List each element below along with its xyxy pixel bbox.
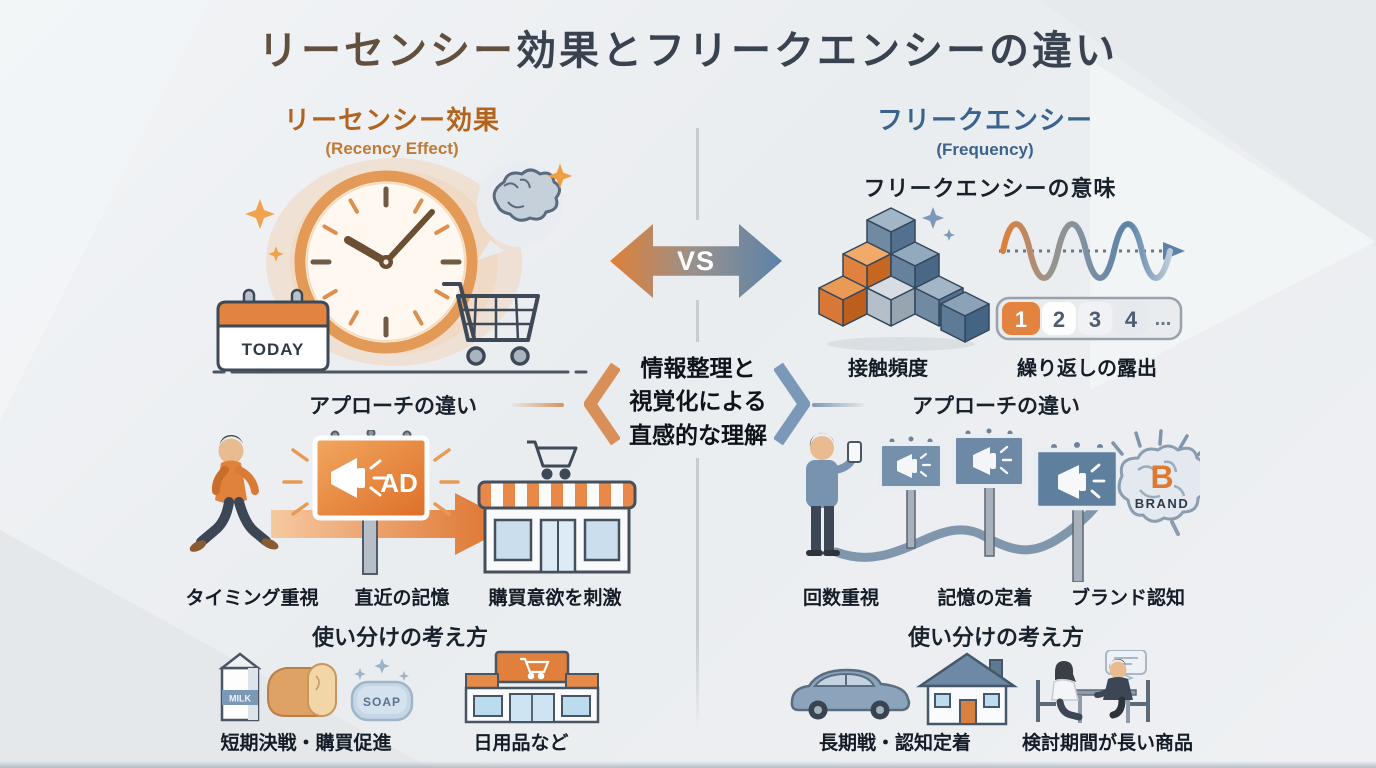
chevron-right-icon (774, 362, 810, 446)
recency-header: リーセンシー効果 (283, 105, 500, 135)
frequency-label-long-term: 長期戦・認知定着 (818, 733, 971, 754)
ad-text: AD (380, 468, 418, 498)
brand-initial: B (1150, 459, 1173, 495)
frequency-label-long-consideration: 検討期間が長い商品 (1021, 733, 1193, 754)
billboard-icon (1033, 442, 1121, 582)
ad-billboard-icon: AD (282, 430, 460, 575)
megaphone-icon (331, 458, 387, 498)
clock-icon (294, 170, 478, 354)
recency-usage-illustration: MILK SOAP (218, 650, 600, 724)
recency-label-memory: 直近の記憶 (354, 588, 450, 609)
frequency-wave-label: 繰り返しの露出 (1017, 358, 1157, 380)
frequency-counter: 1 2 3 4 ... (995, 296, 1183, 341)
megaphone-icon (1058, 463, 1106, 499)
recency-label-short-term: 短期決戦・購買促進 (220, 733, 392, 754)
frequency-meaning-heading: フリークエンシーの意味 (863, 176, 1117, 201)
counter-4: 4 (1125, 307, 1138, 332)
cart-icon (442, 282, 540, 366)
recency-label-timing: タイミング重視 (185, 588, 319, 609)
counter-2: 2 (1053, 307, 1065, 332)
sparkle-icon (245, 199, 284, 262)
billboard-icon (878, 436, 944, 549)
bread-icon (267, 663, 337, 717)
center-note-line1: 情報整理と (640, 355, 756, 381)
calendar-today-icon: TODAY (216, 288, 330, 372)
milk-icon: MILK (218, 652, 262, 722)
milk-text: MILK (229, 694, 251, 704)
frequency-subheader: (Frequency) (936, 140, 1034, 159)
frequency-usage-illustration (790, 650, 1150, 726)
frequency-header: フリークエンシー (876, 105, 1093, 135)
recency-subheader: (Recency Effect) (325, 139, 459, 158)
sparkle-icon (921, 206, 955, 241)
brand-brain-icon: B BRAND (1111, 429, 1200, 536)
sine-wave-icon (999, 221, 1185, 281)
store-icon (464, 650, 600, 724)
recency-usage-heading: 使い分けの考え方 (311, 625, 488, 650)
counter-1: 1 (1015, 307, 1027, 332)
frequency-label-count: 回数重視 (802, 588, 879, 609)
recency-illustration: TODAY (212, 158, 588, 374)
right-connector-line (812, 403, 864, 407)
person-phone-icon (806, 432, 862, 556)
megaphone-icon (973, 445, 1013, 475)
car-icon (790, 668, 911, 720)
megaphone-icon (897, 452, 932, 478)
title-part-recency: リーセンシー (258, 29, 516, 73)
frequency-cube-label: 接触頻度 (848, 358, 928, 380)
recency-label-purchase: 購買意欲を刺激 (488, 588, 622, 609)
calendar-text: TODAY (242, 340, 305, 359)
frequency-label-brand: ブランド認知 (1070, 588, 1185, 609)
recency-label-daily-goods: 日用品など (473, 733, 569, 754)
sparkle-icon (354, 658, 409, 681)
center-note: 情報整理と 視覚化による 直感的な理解 (598, 352, 798, 452)
cart-icon (527, 440, 578, 480)
frequency-approach-heading: アプローチの違い (912, 395, 1080, 418)
bottom-edge (0, 761, 1376, 768)
brand-text: BRAND (1135, 496, 1189, 511)
person-right (1094, 659, 1133, 719)
arrow-right-icon (271, 493, 515, 555)
recency-approach-heading: アプローチの違い (309, 395, 477, 418)
soap-text: SOAP (363, 695, 401, 709)
cube-stack-icon (818, 206, 990, 351)
walking-person-icon (189, 435, 279, 552)
house-icon (915, 652, 1019, 726)
brain-bubble-icon (477, 161, 573, 260)
chevron-left-icon (584, 362, 620, 446)
cart-icon (520, 657, 550, 680)
center-divider-mid (696, 300, 699, 342)
counter-more: ... (1155, 308, 1172, 330)
sparkle-icon (547, 163, 573, 189)
frequency-approach-illustration: B BRAND (806, 428, 1200, 582)
person-left (1051, 661, 1083, 721)
counter-3: 3 (1089, 307, 1101, 332)
frequency-usage-heading: 使い分けの考え方 (907, 625, 1084, 650)
page-title: リーセンシー効果とフリークエンシーの違い (0, 18, 1376, 76)
storefront-icon (477, 440, 637, 574)
vs-label: VS (676, 245, 716, 276)
center-note-line2: 視覚化による (629, 388, 767, 415)
vs-arrow-icon: VS (610, 224, 782, 298)
center-divider-bottom (696, 458, 699, 730)
center-note-line3: 直感的な理解 (629, 421, 767, 448)
center-divider-top (696, 128, 699, 220)
billboard-icon (952, 428, 1026, 557)
left-connector-line (512, 403, 564, 407)
title-part-rest: 効果とフリークエンシーの違い (516, 29, 1118, 73)
recency-approach-illustration: AD (189, 430, 637, 575)
soap-icon: SOAP (350, 658, 414, 722)
meeting-icon (1036, 650, 1150, 723)
frequency-label-retention: 記憶の定着 (937, 588, 1033, 609)
